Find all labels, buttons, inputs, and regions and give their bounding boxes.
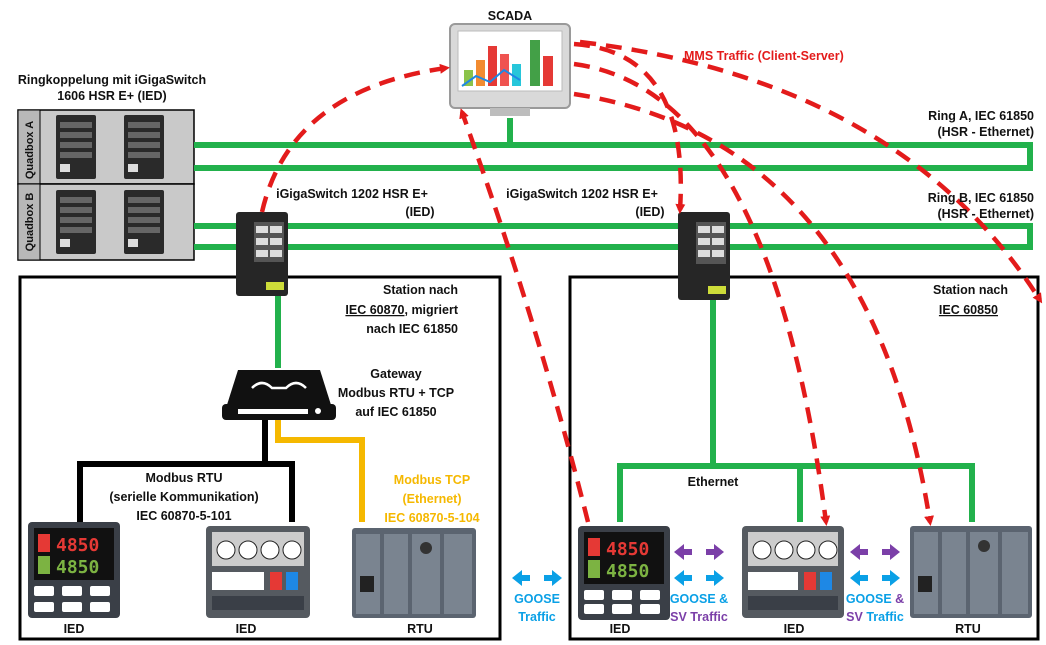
quadbox-switch-1 [56, 115, 96, 179]
switch-right-line2: (IED) [635, 205, 664, 219]
ringkopplung-line2: 1606 HSR E+ (IED) [57, 89, 166, 103]
modbus-tcp-line3: IEC 60870-5-104 [384, 511, 479, 525]
left-ied-meter [206, 526, 310, 618]
ring-a-line1: Ring A, IEC 61850 [928, 109, 1034, 123]
station-left-line2: IEC 60870, migriert [345, 303, 458, 317]
gateway-line1: Gateway [370, 367, 421, 381]
station-left-line1: Station nach [383, 283, 458, 297]
goose-sv-2-goose: GOOSE [846, 592, 892, 606]
gateway-line3: auf IEC 61850 [355, 405, 436, 419]
modbus-rtu-line2: (serielle Kommunikation) [109, 490, 258, 504]
left-rtu-device [352, 528, 476, 618]
switch-left-line1: iGigaSwitch 1202 HSR E+ [276, 187, 428, 201]
goose-sv-2-line1: GOOSE & [846, 592, 904, 606]
goose-left-line2: Traffic [518, 610, 556, 624]
left-ied2-label: IED [236, 622, 257, 636]
switch-left-device [236, 212, 288, 296]
goose-sv-1-line2: SV Traffic [670, 610, 728, 624]
goose-sv-arrows-1 [674, 544, 724, 586]
modbus-tcp-line [275, 418, 365, 522]
station-left-migrated: , migriert [405, 303, 459, 317]
switch-right-line1: iGigaSwitch 1202 HSR E+ [506, 187, 658, 201]
goose-sv-2-sv: SV [846, 610, 863, 624]
right-ied2-label: IED [784, 622, 805, 636]
mms-traffic-label: MMS Traffic (Client-Server) [684, 49, 844, 63]
scada-monitor [449, 23, 571, 116]
station-left-line3: nach IEC 61850 [366, 322, 458, 336]
gateway-line2: Modbus RTU + TCP [338, 386, 454, 400]
quadbox-switch-2 [124, 115, 164, 179]
right-ied-controller [578, 526, 670, 620]
goose-arrows-left [512, 570, 562, 586]
left-ied-controller [28, 522, 120, 618]
goose-sv-1-line1: GOOSE & [670, 592, 728, 606]
ring-b-line2: (HSR - Ethernet) [937, 207, 1034, 221]
ring-b [194, 223, 1033, 250]
serial-lines [77, 418, 295, 522]
goose-sv-2-traffic: Traffic [866, 610, 904, 624]
station-left-standard: IEC 60870 [345, 303, 404, 317]
modbus-rtu-line3: IEC 60870-5-101 [136, 509, 231, 523]
station-right-line2: IEC 60850 [939, 303, 998, 317]
ringkopplung-line1: Ringkoppelung mit iGigaSwitch [18, 73, 206, 87]
scada-label: SCADA [488, 9, 532, 23]
right-rtu-device [910, 526, 1032, 618]
gateway-device [222, 370, 336, 420]
quadbox-a [17, 109, 195, 185]
goose-sv-2-line2: SV Traffic [846, 610, 904, 624]
left-rtu-label: RTU [407, 622, 433, 636]
quadbox-a-label: Quadbox A [24, 121, 36, 179]
right-ied-display-top: 4850 [606, 539, 649, 560]
quadbox-b-label: Quadbox B [24, 193, 36, 252]
ring-b-line1: Ring B, IEC 61850 [928, 191, 1034, 205]
goose-left-line1: GOOSE [514, 592, 560, 606]
goose-sv-2-amp: & [895, 592, 904, 606]
ethernet-label: Ethernet [688, 475, 740, 489]
goose-sv-arrows-2 [850, 544, 900, 586]
mms-arrows [259, 39, 1043, 526]
right-ied-meter [742, 526, 844, 618]
right-rtu-label: RTU [955, 622, 981, 636]
quadbox-switch-3 [56, 190, 96, 254]
switch-right-device [678, 212, 730, 300]
station-right-line1: Station nach [933, 283, 1008, 297]
right-ied-display-bottom: 4850 [606, 561, 649, 582]
modbus-rtu-line1: Modbus RTU [145, 471, 222, 485]
quadbox-b [17, 183, 195, 261]
right-ied1-label: IED [610, 622, 631, 636]
ethernet-links [275, 295, 975, 522]
ring-a-line2: (HSR - Ethernet) [937, 125, 1034, 139]
ring-a [194, 118, 1033, 171]
switch-left-line2: (IED) [405, 205, 434, 219]
left-ied-display-top: 4850 [56, 535, 99, 556]
quadbox-switch-4 [124, 190, 164, 254]
modbus-tcp-line2: (Ethernet) [402, 492, 461, 506]
left-ied1-label: IED [64, 622, 85, 636]
left-ied-display-bottom: 4850 [56, 557, 99, 578]
modbus-tcp-line1: Modbus TCP [394, 473, 470, 487]
